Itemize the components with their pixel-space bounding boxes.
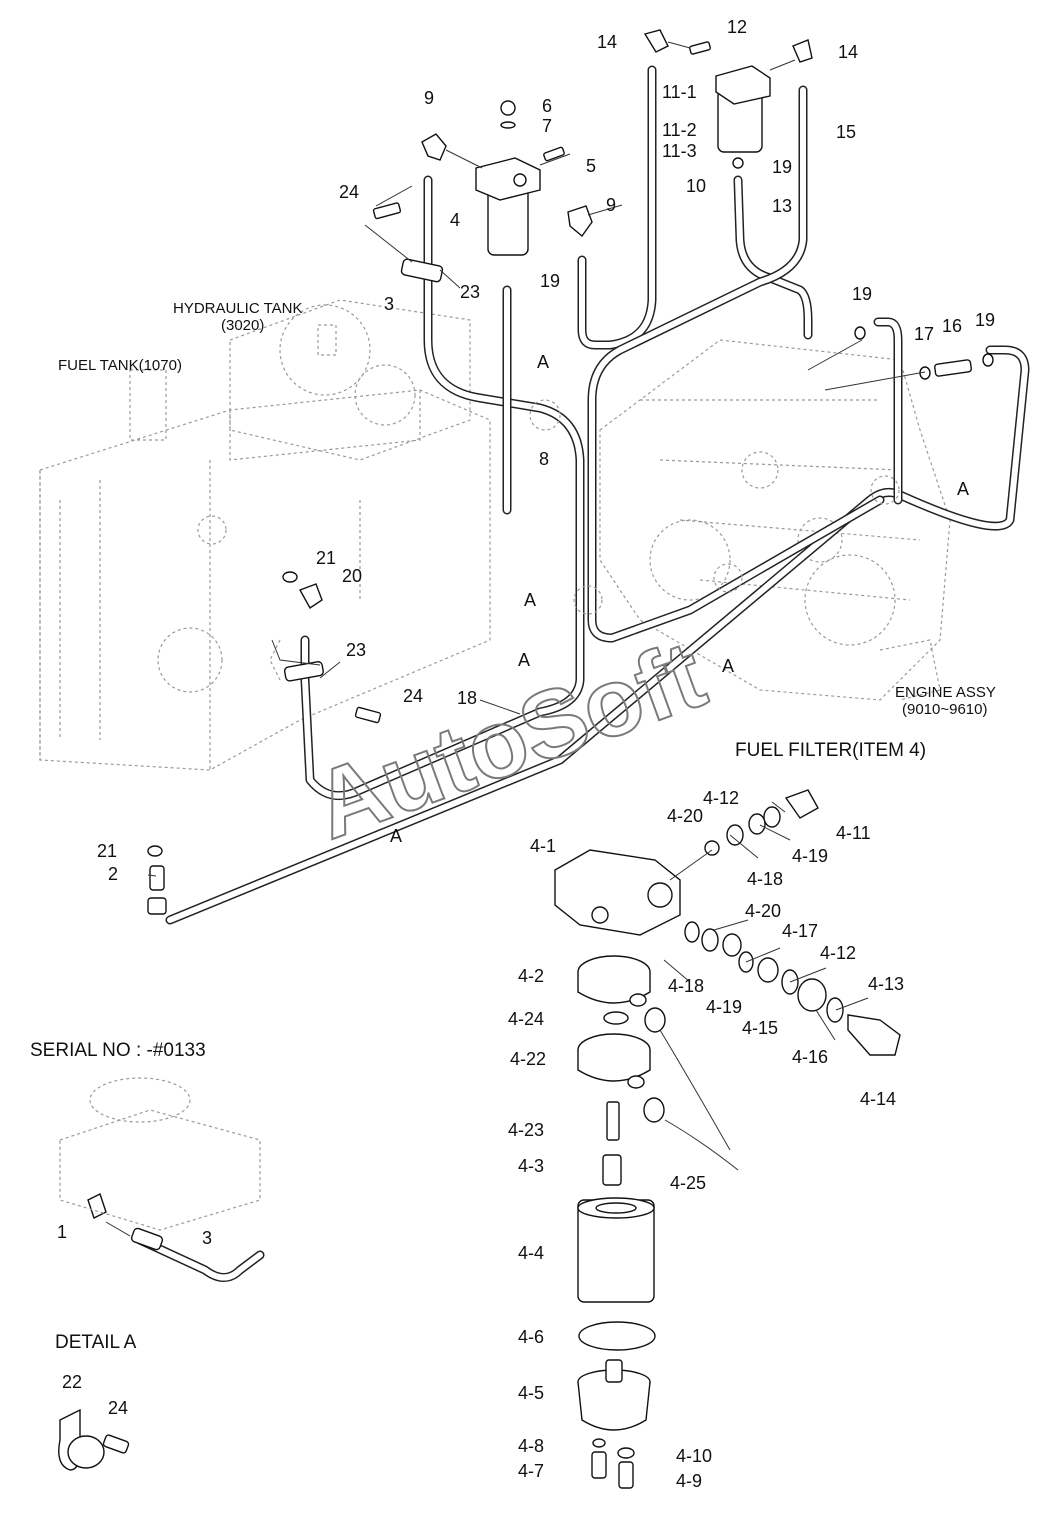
water-separator-10 <box>715 65 771 169</box>
section-marker-circles <box>529 399 900 615</box>
filter-part-label: 4-20 <box>667 806 703 826</box>
caption-engine-assy-number: (9010~9610) <box>902 701 988 718</box>
part-label: 13 <box>772 196 792 216</box>
caption-detail-a: DETAIL A <box>55 1332 137 1353</box>
part-label: 12 <box>727 17 747 37</box>
part-label: A <box>957 479 969 499</box>
part-label: 22 <box>62 1372 82 1392</box>
part-label: 19 <box>975 310 995 330</box>
filter-part-label: 4-1 <box>530 836 556 856</box>
filter-part-label: 4-19 <box>706 997 742 1017</box>
filter-part-label: 4-12 <box>820 943 856 963</box>
filter-part-label: 4-11 <box>836 823 871 843</box>
caption-fuel-filter: FUEL FILTER(ITEM 4) <box>735 740 926 761</box>
detail-a-clip <box>58 1408 130 1471</box>
fuel-filter-exploded-view <box>554 789 901 1489</box>
caption-engine-assy: ENGINE ASSY <box>895 684 996 701</box>
part-label: 18 <box>457 688 477 708</box>
filter-part-label: 4-3 <box>518 1156 544 1176</box>
filter-part-label: 4-24 <box>508 1009 544 1029</box>
filter-part-label: 4-18 <box>668 976 704 996</box>
caption-hydraulic-tank-number: (3020) <box>221 317 264 334</box>
filter-part-label: 4-5 <box>518 1383 544 1403</box>
fuel-tank-outline <box>39 369 491 771</box>
part-labels: 14 12 14 9 6 7 11-1 11-2 11-3 15 24 4 5 … <box>57 17 995 1418</box>
part-label: 7 <box>542 116 552 136</box>
engine-assembly-outline <box>599 339 951 701</box>
fuel-pipes <box>135 65 1030 1282</box>
filter-part-label: 4-8 <box>518 1436 544 1456</box>
filter-part-label: 4-25 <box>670 1173 706 1193</box>
part-label: 17 <box>914 324 934 344</box>
filter-part-label: 4-6 <box>518 1327 544 1347</box>
part-label: 24 <box>403 686 423 706</box>
part-label: 3 <box>202 1228 212 1248</box>
part-label: 24 <box>108 1398 128 1418</box>
serial-detail-ghost <box>59 1077 261 1251</box>
filter-part-label: 4-12 <box>703 788 739 808</box>
part-label: 15 <box>836 122 856 142</box>
part-label: A <box>390 826 402 846</box>
filter-part-label: 4-20 <box>745 901 781 921</box>
filter-part-label: 4-2 <box>518 966 544 986</box>
part-label: 16 <box>942 316 962 336</box>
leader-lines <box>147 41 926 1041</box>
filter-part-label: 4-19 <box>792 846 828 866</box>
part-label: 6 <box>542 96 552 116</box>
part-label: 19 <box>852 284 872 304</box>
part-label: 19 <box>772 157 792 177</box>
part-label: A <box>524 590 536 610</box>
hydraulic-tank-outline <box>229 299 471 681</box>
filter-part-label: 4-15 <box>742 1018 778 1038</box>
caption-hydraulic-tank: HYDRAULIC TANK <box>173 300 302 317</box>
filter-part-label: 4-4 <box>518 1243 544 1263</box>
part-label: A <box>518 650 530 670</box>
part-label: A <box>722 656 734 676</box>
fuel-prefilter-4 <box>475 157 541 256</box>
part-label: 4 <box>450 210 460 230</box>
part-label: 5 <box>586 156 596 176</box>
part-label: 8 <box>539 449 549 469</box>
small-fittings <box>87 29 994 1219</box>
part-label: 14 <box>597 32 617 52</box>
part-label: 9 <box>424 88 434 108</box>
filter-part-label: 4-9 <box>676 1471 702 1491</box>
part-label: 11-2 <box>662 120 697 140</box>
filter-part-label: 4-16 <box>792 1047 828 1067</box>
part-label: A <box>537 352 549 372</box>
part-label: 21 <box>97 841 117 861</box>
filter-part-label: 4-17 <box>782 921 818 941</box>
part-label: 1 <box>57 1222 67 1242</box>
part-label: 11-1 <box>662 82 697 102</box>
part-label: 9 <box>606 195 616 215</box>
filter-part-label: 4-13 <box>868 974 904 994</box>
filter-part-label: 4-18 <box>747 869 783 889</box>
caption-serial-no: SERIAL NO : -#0133 <box>30 1040 206 1061</box>
part-label: 2 <box>108 864 118 884</box>
part-label: 20 <box>342 566 362 586</box>
filter-part-labels: 4-12 4-20 4-11 4-19 4-1 4-18 4-20 4-17 4… <box>508 788 904 1491</box>
filter-part-label: 4-23 <box>508 1120 544 1140</box>
part-label: 23 <box>460 282 480 302</box>
part-label: 21 <box>316 548 336 568</box>
caption-fuel-tank: FUEL TANK(1070) <box>58 357 182 374</box>
filter-part-label: 4-22 <box>510 1049 546 1069</box>
part-label: 14 <box>838 42 858 62</box>
part-label: 23 <box>346 640 366 660</box>
part-label: 19 <box>540 271 560 291</box>
filter-part-label: 4-7 <box>518 1461 544 1481</box>
part-label: 10 <box>686 176 706 196</box>
filter-part-label: 4-14 <box>860 1089 896 1109</box>
part-label: 24 <box>339 182 359 202</box>
part-label: 3 <box>384 294 394 314</box>
filter-part-label: 4-10 <box>676 1446 712 1466</box>
part-label: 11-3 <box>662 141 697 161</box>
